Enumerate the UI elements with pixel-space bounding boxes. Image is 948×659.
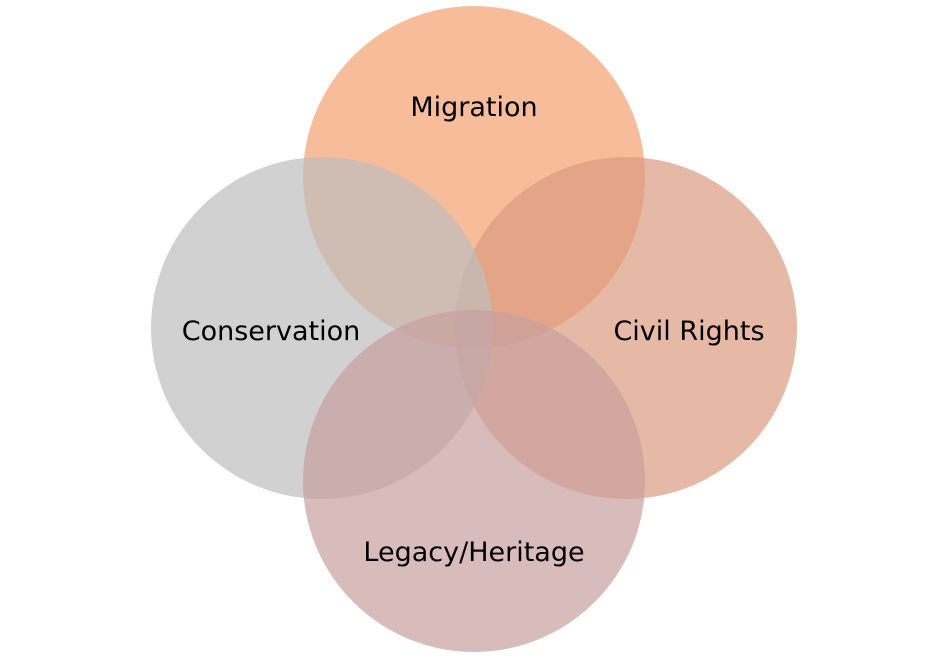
label-civil-rights: Civil Rights	[613, 316, 764, 347]
label-conservation: Conservation	[182, 316, 361, 347]
label-legacy-heritage: Legacy/Heritage	[363, 537, 584, 568]
label-migration: Migration	[410, 92, 537, 123]
circle-legacy-heritage	[303, 310, 645, 652]
